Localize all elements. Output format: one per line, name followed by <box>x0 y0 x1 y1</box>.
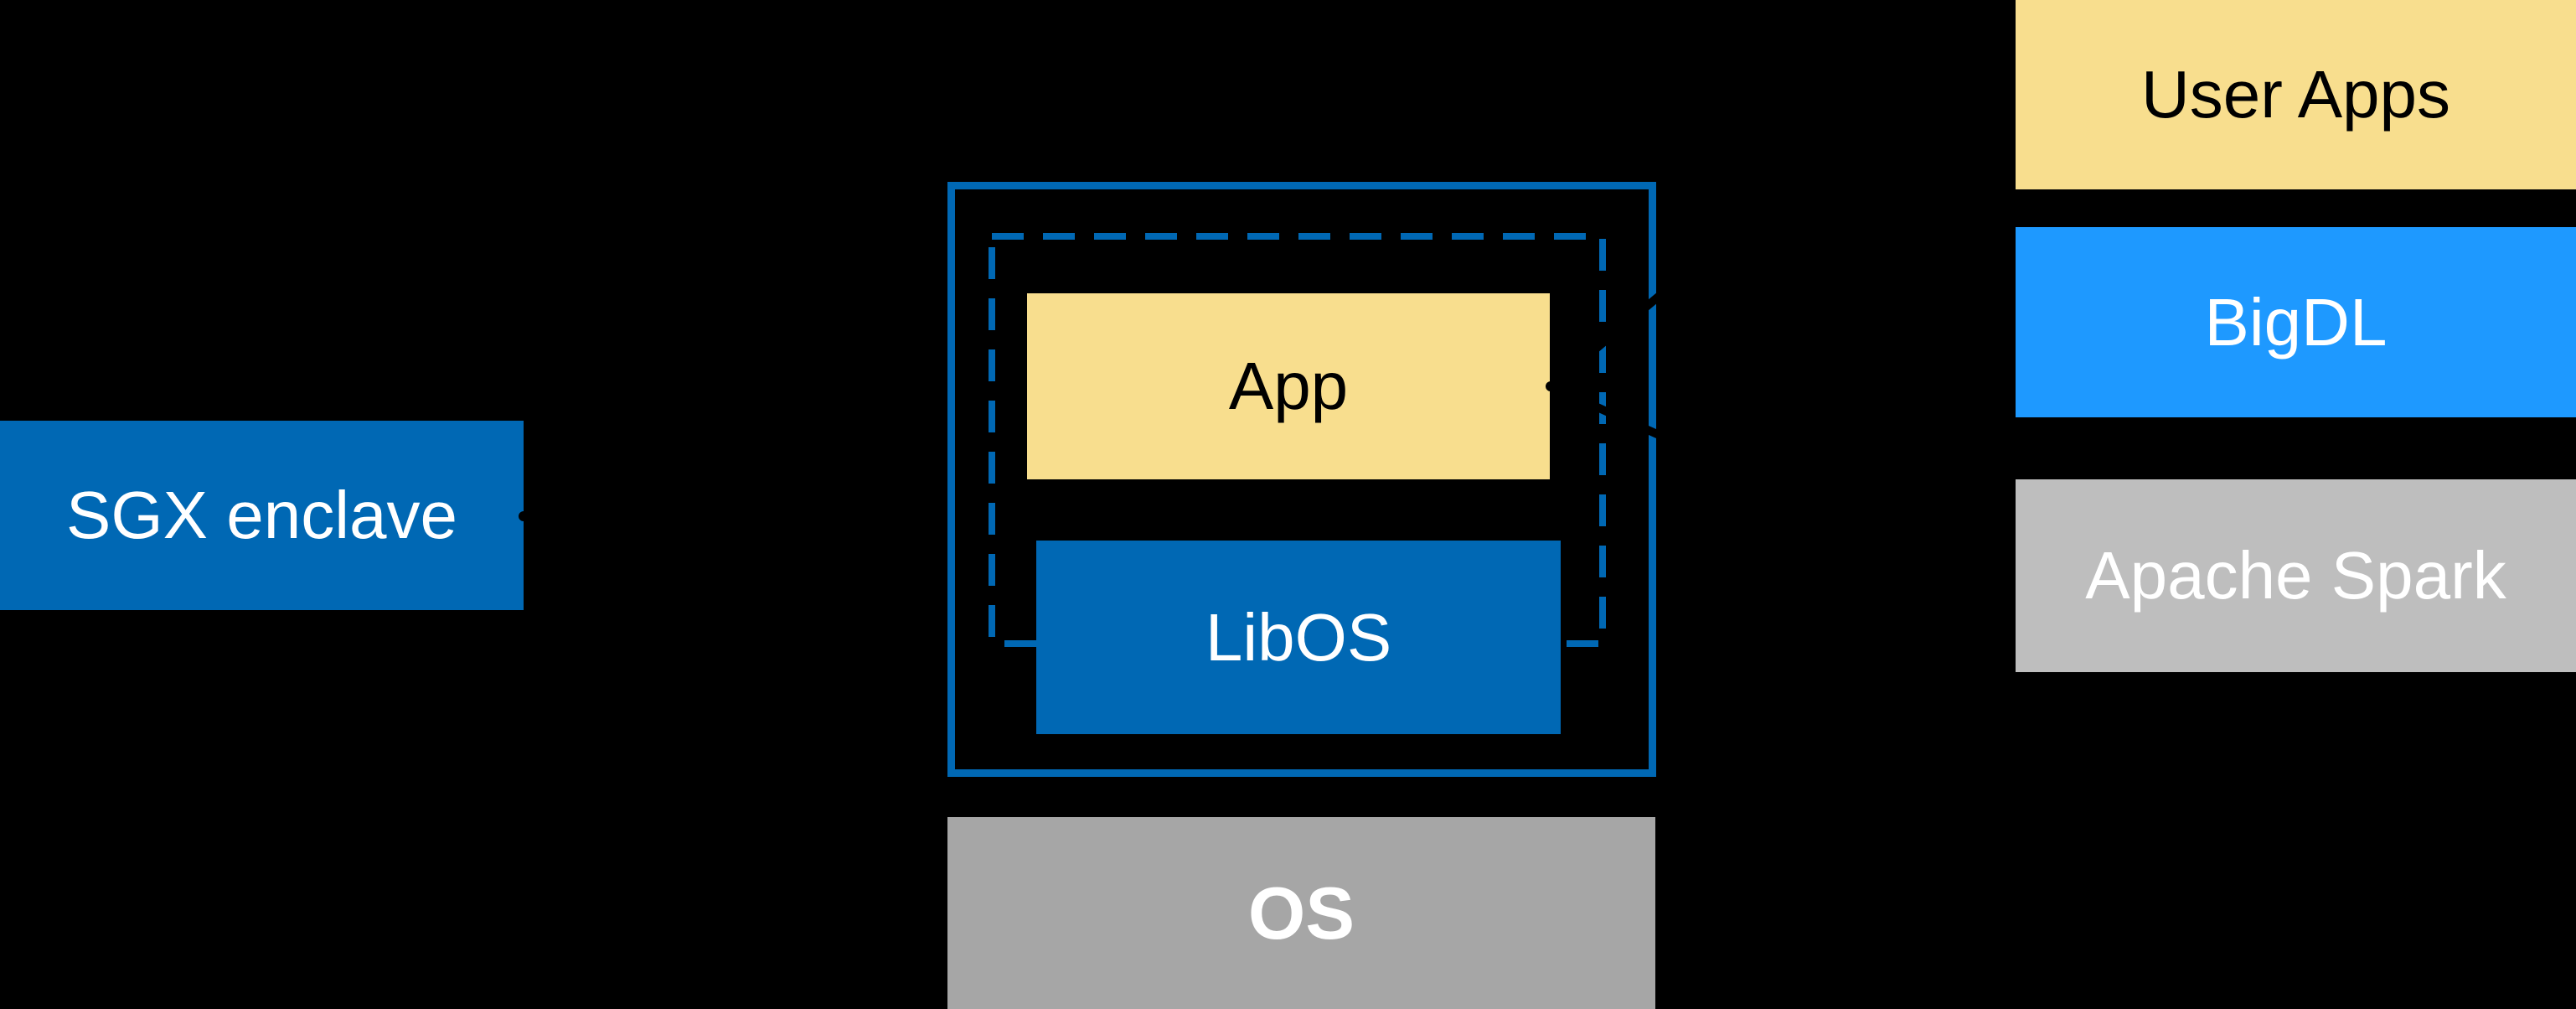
os-box: OS <box>947 817 1655 1009</box>
os-label: OS <box>1247 871 1355 955</box>
bigdl-label: BigDL <box>2204 284 2388 360</box>
libos-box: LibOS <box>1036 541 1561 734</box>
stack-to-app-connector-lower-line <box>1548 382 1732 471</box>
apache-spark-label: Apache Spark <box>2085 538 2506 613</box>
user-apps-label: User Apps <box>2140 57 2451 132</box>
sgx-arrow-endpoint-dot <box>519 511 529 521</box>
bigdl-box: BigDL <box>2016 227 2576 417</box>
sgx-enclave-box: SGX enclave <box>0 421 524 610</box>
app-arrow-endpoint-dot <box>1546 381 1556 391</box>
vm-outer-box <box>947 182 1656 777</box>
app-box: App <box>1027 293 1550 479</box>
libos-label: LibOS <box>1205 599 1392 675</box>
stack-to-app-connector-upper-line <box>1547 234 1733 390</box>
app-label: App <box>1228 349 1349 423</box>
user-apps-box: User Apps <box>2016 0 2576 189</box>
sgx-enclave-label: SGX enclave <box>66 478 457 552</box>
apache-spark-box: Apache Spark <box>2016 479 2576 672</box>
